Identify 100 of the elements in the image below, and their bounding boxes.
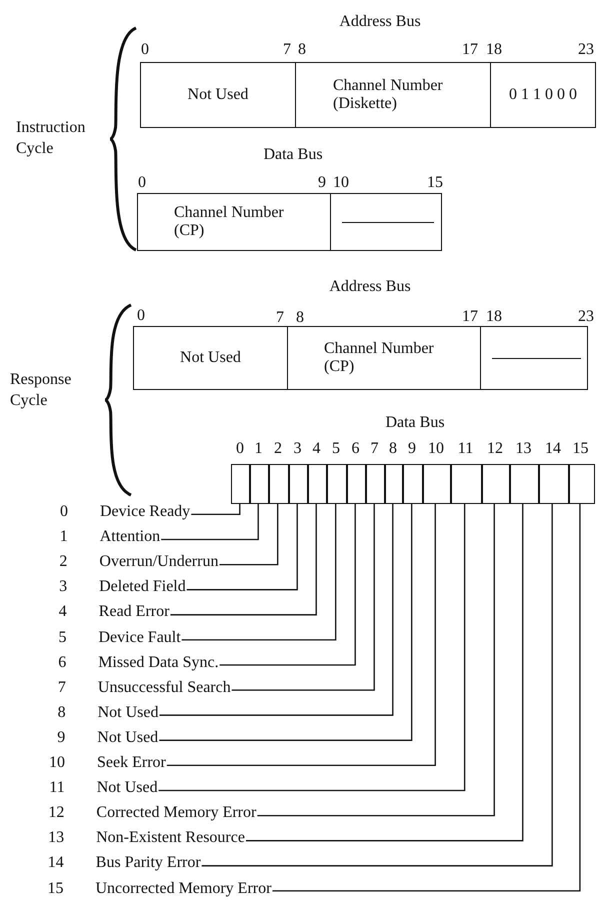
bit-cell — [384, 464, 404, 504]
bit-position: 9 — [318, 175, 326, 191]
bit-description: Uncorrected Memory Error — [96, 878, 272, 898]
bit-description: Read Error — [98, 602, 170, 622]
leader-line — [246, 504, 524, 842]
leader-line — [220, 504, 356, 666]
bit-position: 8 — [298, 42, 306, 58]
bit-cell — [481, 464, 510, 504]
bit-position: 14 — [545, 441, 561, 457]
bit-description: Device Fault — [98, 628, 181, 648]
bit-description: Corrected Memory Error — [96, 803, 256, 824]
bit-cell — [509, 464, 540, 504]
leader-line — [219, 504, 278, 566]
bit-position: 13 — [516, 441, 532, 457]
bit-position: 0 — [141, 42, 149, 58]
bit-description: Overrun/Underrun — [99, 552, 218, 572]
register-field: Not Used — [133, 326, 288, 390]
bit-description: Missed Data Sync. — [98, 652, 219, 673]
bit-position: 6 — [352, 441, 360, 457]
bit-position: 9 — [408, 441, 416, 457]
leader-line — [159, 504, 394, 716]
bit-position: 17 — [462, 309, 478, 325]
bit-position: 11 — [458, 441, 474, 457]
register-field: 0 1 1 0 0 0 — [490, 62, 596, 128]
leader-line — [166, 504, 436, 766]
bit-number: 15 — [46, 878, 64, 898]
cycle-label: Response Cycle — [10, 370, 72, 411]
bit-cell — [346, 464, 366, 504]
register-field: Channel Number (CP) — [137, 193, 331, 251]
bit-cell — [422, 464, 452, 504]
bit-cell — [568, 464, 594, 504]
bit-position: 8 — [296, 310, 304, 326]
leader-line — [170, 504, 317, 616]
bit-cell — [249, 464, 270, 504]
bit-description: Seek Error — [97, 753, 166, 773]
bit-position: 7 — [276, 310, 284, 326]
bit-cell — [307, 464, 328, 504]
bit-position: 2 — [274, 441, 282, 457]
register-field: Channel Number (Diskette) — [295, 62, 491, 128]
bit-description: Deleted Field — [99, 577, 186, 598]
bit-position: 12 — [487, 441, 503, 457]
bit-cell — [538, 464, 570, 504]
bit-position: 15 — [572, 441, 588, 457]
bit-cell — [402, 464, 424, 504]
bit-number: 7 — [56, 678, 66, 698]
bit-cell — [365, 464, 386, 504]
bit-number: 5 — [58, 628, 66, 648]
bit-description: Not Used — [98, 702, 158, 723]
bit-position: 23 — [578, 42, 594, 58]
bit-position: 7 — [370, 441, 378, 457]
bit-cell — [326, 464, 348, 504]
bus-label: Data Bus — [263, 147, 323, 163]
bit-number: 4 — [58, 602, 67, 622]
bit-description: Attention — [100, 527, 160, 548]
bit-number: 1 — [58, 527, 68, 548]
bit-description: Bus Parity Error — [96, 853, 201, 874]
bit-position: 7 — [283, 42, 291, 58]
bus-label: Address Bus — [339, 14, 421, 30]
leader-line — [158, 504, 466, 792]
leader-line — [232, 504, 375, 691]
bus-label: Address Bus — [329, 279, 411, 295]
bit-number: 10 — [48, 753, 65, 773]
bit-number: 0 — [59, 502, 68, 522]
leader-line — [186, 504, 298, 590]
bit-position: 3 — [294, 441, 302, 457]
bit-description: Non-Existent Resource — [96, 828, 245, 848]
bit-cell — [231, 464, 250, 504]
bit-cell — [450, 464, 482, 504]
bit-position: 5 — [332, 441, 340, 457]
leader-line — [202, 504, 553, 866]
bit-number: 12 — [47, 803, 64, 824]
bit-number: 9 — [56, 728, 66, 748]
bit-number: 3 — [58, 577, 68, 598]
cycle-label: Instruction Cycle — [16, 118, 86, 159]
bit-cell — [268, 464, 290, 504]
bit-position: 1 — [254, 441, 262, 457]
bit-position: 17 — [462, 42, 478, 58]
leader-line — [161, 504, 259, 540]
bit-number: 11 — [48, 778, 65, 798]
bit-cell — [288, 464, 308, 504]
bit-position: 23 — [578, 309, 594, 325]
bit-position: 18 — [486, 309, 502, 325]
leader-line — [272, 504, 581, 892]
bit-number: 14 — [46, 853, 64, 874]
leader-line — [257, 504, 495, 816]
bit-position: 0 — [236, 441, 244, 457]
bit-position: 8 — [389, 441, 397, 457]
bit-number: 6 — [57, 652, 66, 673]
bit-position: 10 — [428, 441, 444, 457]
bit-number: 8 — [56, 702, 66, 723]
bit-position: 15 — [427, 175, 443, 191]
bus-label: Data Bus — [385, 415, 445, 431]
register-field: Channel Number (CP) — [287, 326, 481, 390]
bit-number: 13 — [47, 828, 64, 848]
bit-position: 0 — [137, 308, 145, 324]
bit-description: Not Used — [97, 728, 158, 748]
bit-description: Not Used — [96, 778, 158, 798]
bit-position: 18 — [486, 42, 502, 58]
blank-field — [330, 193, 442, 251]
leader-line — [182, 504, 336, 641]
